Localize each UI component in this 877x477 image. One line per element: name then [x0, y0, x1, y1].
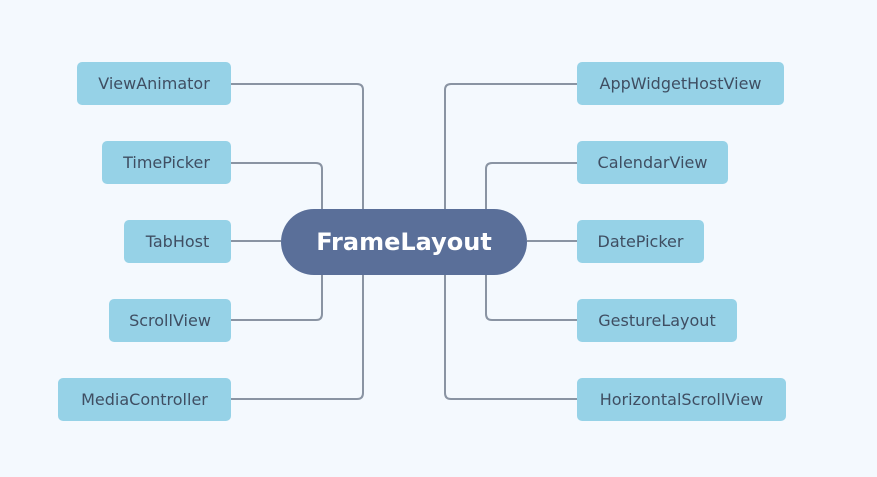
node-label: MediaController — [81, 390, 208, 409]
node-tabhost: TabHost — [124, 220, 231, 263]
connector-timepicker — [231, 162, 323, 209]
connector-horizontalscrollview — [444, 275, 577, 400]
node-viewanimator: ViewAnimator — [77, 62, 231, 105]
node-label: ViewAnimator — [98, 74, 210, 93]
node-label: CalendarView — [597, 153, 708, 172]
node-label: GestureLayout — [598, 311, 716, 330]
connector-scrollview — [231, 275, 323, 321]
connector-mediacontroller — [231, 275, 364, 400]
node-timepicker: TimePicker — [102, 141, 231, 184]
node-label: DatePicker — [597, 232, 684, 251]
node-scrollview: ScrollView — [109, 299, 231, 342]
node-label: HorizontalScrollView — [599, 390, 764, 409]
connector-calendarview — [485, 162, 577, 209]
node-datepicker: DatePicker — [577, 220, 704, 263]
connector-gesturelayout — [485, 275, 577, 321]
node-mediacontroller: MediaController — [58, 378, 231, 421]
node-horizontalscrollview: HorizontalScrollView — [577, 378, 786, 421]
node-label: AppWidgetHostView — [599, 74, 762, 93]
node-label: ScrollView — [129, 311, 211, 330]
node-label: TabHost — [145, 232, 210, 251]
connector-viewanimator — [231, 83, 364, 209]
node-calendarview: CalendarView — [577, 141, 728, 184]
root-label: FrameLayout — [316, 228, 492, 256]
node-gesturelayout: GestureLayout — [577, 299, 737, 342]
connector-appwidgethostview — [444, 83, 577, 209]
root-node: FrameLayout — [281, 209, 527, 275]
node-label: TimePicker — [123, 153, 210, 172]
node-appwidgethostview: AppWidgetHostView — [577, 62, 784, 105]
